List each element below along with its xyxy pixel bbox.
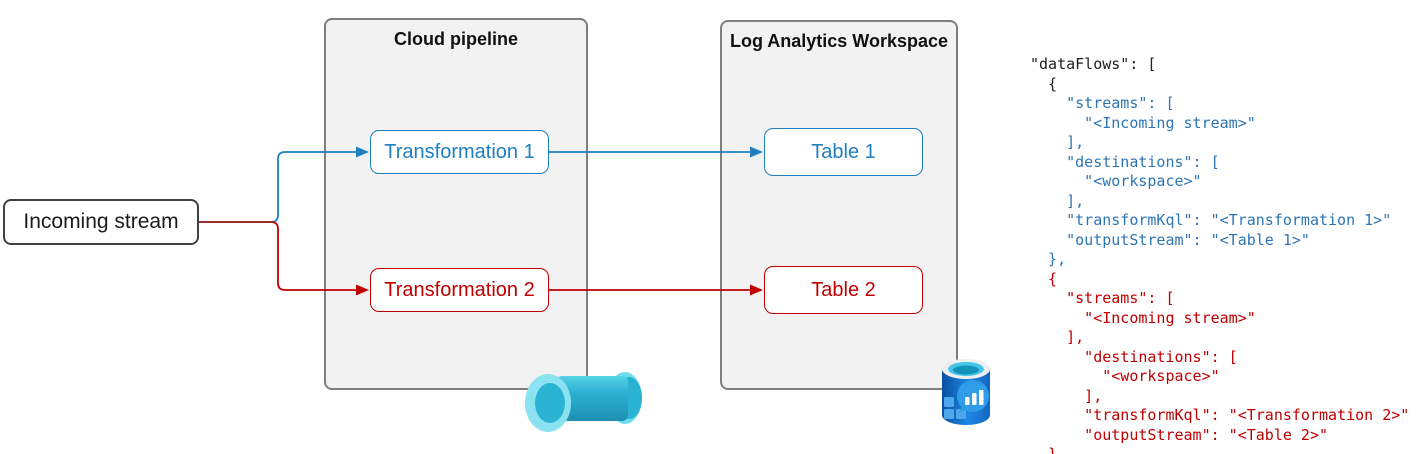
code-line: ],: [1030, 328, 1085, 346]
code-line: "streams": [: [1030, 289, 1175, 307]
code-line: "destinations": [: [1030, 152, 1220, 171]
transformation-1-label: Transformation 1: [384, 140, 535, 163]
log-analytics-workspace-title: Log Analytics Workspace: [729, 31, 949, 51]
code-line: "transformKql": "<Transformation 1>": [1030, 211, 1392, 229]
dataflows-code-panel: "dataFlows": [ { "streams": [ "<Incoming…: [1030, 16, 1424, 454]
code-line: "<workspace>": [1030, 172, 1202, 190]
code-line: "destinations": [: [1030, 347, 1238, 366]
code-line: "outputStream": "<Table 1>": [1030, 230, 1310, 249]
transformation-2-label: Transformation 2: [384, 278, 535, 301]
code-line: "dataFlows": [: [1030, 55, 1157, 73]
code-line: "<workspace>": [1030, 367, 1220, 385]
code-line: }: [1030, 445, 1058, 454]
code-line: ],: [1030, 386, 1103, 405]
incoming-stream-box: Incoming stream: [3, 199, 199, 245]
cloud-pipeline-container: Cloud pipeline: [324, 18, 588, 390]
code-line: "<Incoming stream>": [1030, 113, 1256, 132]
code-line: ],: [1030, 133, 1085, 151]
log-analytics-workspace-container: Log Analytics Workspace: [720, 20, 958, 390]
table-1-label: Table 1: [811, 140, 876, 163]
cloud-pipeline-title: Cloud pipeline: [394, 29, 518, 49]
table-2-box: Table 2: [764, 266, 923, 314]
code-line: ],: [1030, 191, 1085, 210]
table-1-box: Table 1: [764, 128, 923, 176]
table-2-label: Table 2: [811, 278, 876, 301]
incoming-stream-label: Incoming stream: [23, 210, 179, 233]
transformation-1-box: Transformation 1: [370, 130, 549, 174]
code-line: {: [1030, 74, 1058, 93]
log-analytics-database-icon: [942, 359, 990, 425]
code-line: },: [1030, 250, 1067, 268]
code-line: {: [1030, 269, 1058, 288]
transformation-2-box: Transformation 2: [370, 268, 549, 312]
code-line: "streams": [: [1030, 94, 1175, 112]
code-line: "<Incoming stream>": [1030, 308, 1256, 327]
pipe-icon: [525, 372, 642, 432]
code-line: "outputStream": "<Table 2>": [1030, 425, 1329, 444]
code-line: "transformKql": "<Transformation 2>": [1030, 406, 1410, 424]
